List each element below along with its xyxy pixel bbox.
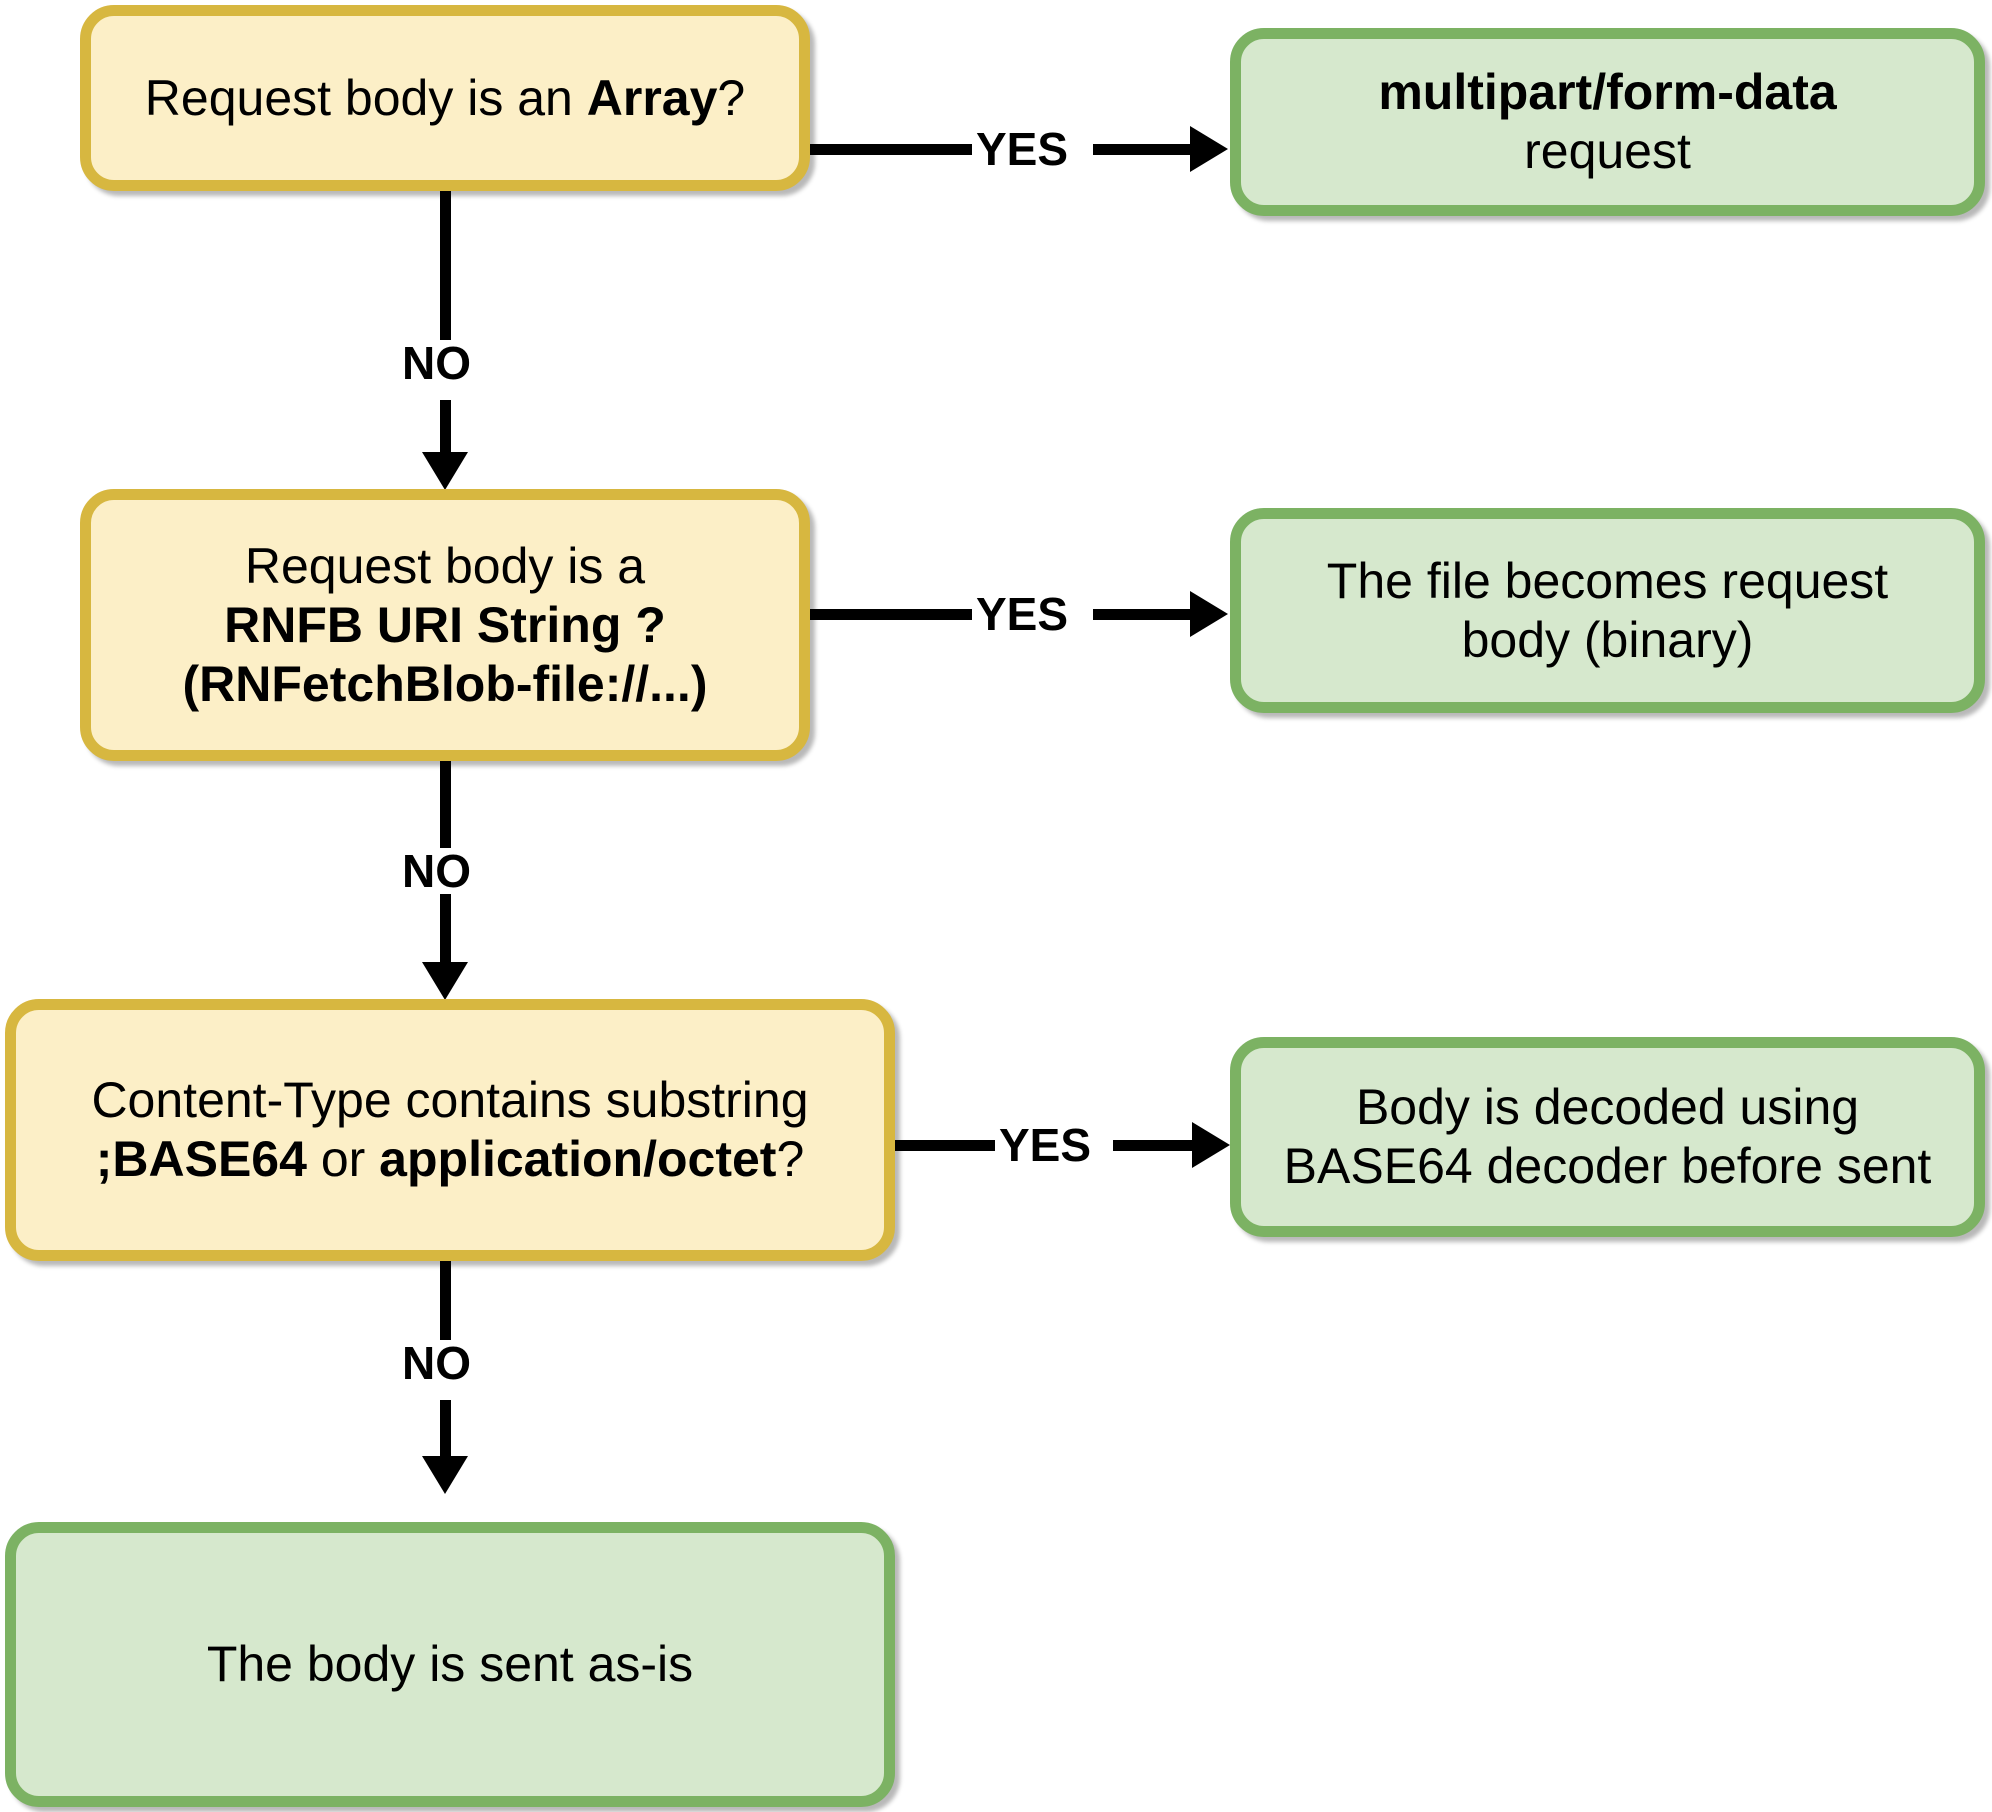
edge-no-2-line-lower <box>440 908 451 966</box>
terminal-node-multipart-form-data: multipart/form-data request <box>1230 28 1985 216</box>
edge-label-yes-2: YES <box>972 591 1073 637</box>
terminal-base64-line1: Body is decoded using <box>1355 1079 1860 1135</box>
edge-yes-1-line-left <box>810 144 978 155</box>
decision-node-request-body-is-rnfb-uri: Request body is a RNFB URI String ? (RNF… <box>80 489 810 761</box>
arrow-yes-2 <box>1190 591 1228 637</box>
decision-array-keyword: Array <box>586 69 718 126</box>
arrow-yes-3 <box>1192 1122 1230 1168</box>
terminal-file-binary-text: The file becomes request body (binary) <box>1255 552 1960 670</box>
terminal-multipart-text: multipart/form-data request <box>1255 63 1960 181</box>
terminal-base64-line2: BASE64 decoder before sent <box>1283 1138 1932 1194</box>
decision-node-content-type-substring: Content-Type contains substring ;BASE64 … <box>5 999 895 1261</box>
terminal-as-is-text: The body is sent as-is <box>206 1636 694 1692</box>
edge-label-no-3: NO <box>398 1340 475 1386</box>
decision-array-text: Request body is an Array? <box>105 69 785 128</box>
arrow-no-2 <box>422 962 468 1000</box>
decision-rnfb-line2: RNFB URI String ? <box>224 596 666 653</box>
edge-yes-2-line-left <box>810 609 978 620</box>
decision-content-type-or: or <box>306 1131 380 1187</box>
edge-yes-3-line-right <box>1113 1140 1195 1151</box>
terminal-base64-text: Body is decoded using BASE64 decoder bef… <box>1255 1078 1960 1196</box>
edge-yes-3-line-left <box>895 1140 1000 1151</box>
decision-content-type-suffix: ? <box>776 1131 805 1187</box>
edge-no-3-line-lower <box>440 1400 451 1460</box>
edge-no-2-line <box>440 761 451 911</box>
decision-rnfb-line1: Request body is a <box>244 537 646 594</box>
edge-label-yes-1: YES <box>972 126 1073 172</box>
edge-no-1-line <box>440 191 451 353</box>
edge-label-no-2: NO <box>398 848 475 894</box>
decision-content-type-text: Content-Type contains substring ;BASE64 … <box>30 1071 870 1189</box>
edge-no-1-line-lower <box>440 400 451 455</box>
decision-content-type-line1: Content-Type contains substring <box>91 1072 809 1128</box>
decision-content-type-base64: ;BASE64 <box>95 1131 307 1187</box>
terminal-file-binary-line2: body (binary) <box>1461 611 1754 668</box>
decision-rnfb-line3: (RNFetchBlob-file://...) <box>182 655 708 712</box>
edge-no-3-line <box>440 1261 451 1361</box>
terminal-node-file-becomes-request-body: The file becomes request body (binary) <box>1230 508 1985 713</box>
terminal-node-body-sent-as-is: The body is sent as-is <box>5 1522 895 1807</box>
decision-array-suffix: ? <box>717 69 746 126</box>
decision-rnfb-text: Request body is a RNFB URI String ? (RNF… <box>105 537 785 714</box>
decision-array-prefix: Request body is an <box>144 69 587 126</box>
edge-label-yes-3: YES <box>995 1122 1096 1168</box>
edge-label-no-1: NO <box>398 340 475 386</box>
terminal-file-binary-line1: The file becomes request <box>1326 552 1889 609</box>
edge-yes-2-line-right <box>1093 609 1193 620</box>
decision-node-request-body-is-array: Request body is an Array? <box>80 5 810 191</box>
arrow-no-3 <box>422 1456 468 1494</box>
terminal-multipart-line2: request <box>1524 123 1691 179</box>
terminal-node-body-decoded-base64: Body is decoded using BASE64 decoder bef… <box>1230 1037 1985 1237</box>
decision-content-type-octet: application/octet <box>379 1131 777 1187</box>
arrow-no-1 <box>422 452 468 490</box>
terminal-multipart-line1: multipart/form-data <box>1378 64 1837 120</box>
arrow-yes-1 <box>1190 126 1228 172</box>
edge-yes-1-line-right <box>1093 144 1193 155</box>
